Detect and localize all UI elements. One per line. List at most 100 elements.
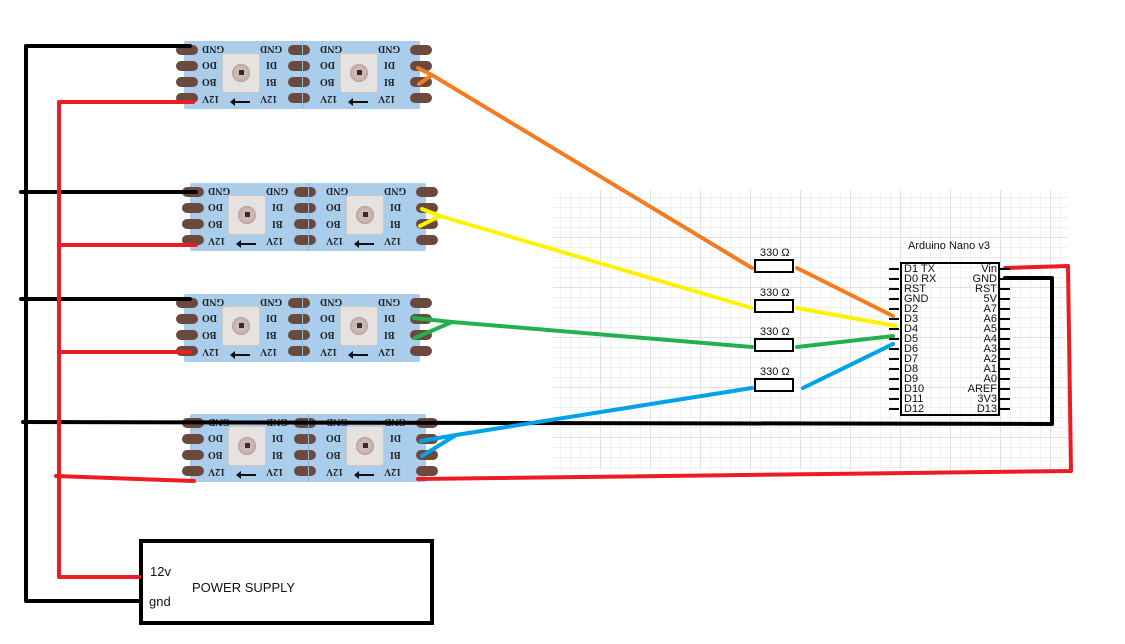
solder-pad [416, 235, 438, 245]
led-die [245, 212, 250, 217]
solder-pad [182, 203, 204, 213]
pin-lead [1000, 328, 1010, 330]
arduino-pin-left: RST [904, 283, 926, 295]
arduino-pin-right: A1 [983, 363, 997, 375]
solder-pad [288, 314, 310, 324]
arduino-title: Arduino Nano v3 [908, 240, 990, 252]
solder-pad [416, 187, 438, 197]
pin-lead [889, 398, 899, 400]
arduino-pin-right: A6 [983, 313, 997, 325]
rgb-led-chip [346, 426, 384, 466]
arduino-pin-right: A5 [983, 323, 997, 335]
solder-pad [410, 298, 432, 308]
solder-pad [288, 330, 310, 340]
pin-lead [1000, 308, 1010, 310]
ground-bus-wire [24, 44, 141, 603]
arduino-pin-right: A0 [983, 373, 997, 385]
arduino-pin-right: A4 [983, 333, 997, 345]
solder-pad [416, 466, 438, 476]
power-wire-strip-4 [54, 474, 196, 483]
pin-lead [889, 358, 899, 360]
pin-lead [1000, 398, 1010, 400]
arduino-pin-right: 5V [983, 293, 997, 305]
pin-lead [889, 278, 899, 280]
arduino-pin-right: A7 [983, 303, 997, 315]
power-supply-box [139, 539, 434, 625]
solder-pad [288, 45, 310, 55]
segment-cut-line [308, 414, 309, 482]
arduino-pin-left: D4 [904, 323, 919, 335]
solder-pad [288, 61, 310, 71]
pin-lead [889, 378, 899, 380]
arduino-pin-right: 3V3 [977, 393, 997, 405]
rgb-led-chip [228, 426, 266, 466]
arduino-pin-left: D0 RX [904, 273, 937, 285]
resistor-label-2: 330 Ω [760, 287, 790, 299]
psu-title: POWER SUPPLY [192, 580, 296, 595]
solder-pad [294, 187, 316, 197]
pin-lead [889, 328, 899, 330]
pin-lead [1000, 268, 1010, 270]
solder-pad [176, 298, 198, 308]
arduino-pin-right: D13 [976, 403, 997, 415]
pin-lead [889, 288, 899, 290]
power-wire-arduino-vin [416, 264, 1073, 481]
arduino-pin-right: Vin [981, 263, 997, 275]
solder-pad [182, 450, 204, 460]
led-die [239, 323, 244, 328]
solder-pad [294, 235, 316, 245]
led-die [239, 70, 244, 75]
data-wire-d3 [416, 66, 895, 318]
solder-pad [294, 434, 316, 444]
solder-pad [410, 93, 432, 103]
data-wire-d6 [419, 342, 895, 458]
pin-lead [1000, 368, 1010, 370]
solder-pad [288, 77, 310, 87]
led-die [245, 443, 250, 448]
led-die [357, 70, 362, 75]
data-wire-d5 [412, 316, 895, 349]
arduino-pin-right: GND [972, 273, 997, 285]
solder-pad [182, 219, 204, 229]
led-die [363, 212, 368, 217]
pin-lead [1000, 318, 1010, 320]
arduino-pin-left: D10 [904, 383, 925, 395]
pin-lead [1000, 298, 1010, 300]
arduino-pin-right: A3 [983, 343, 997, 355]
pin-lead [889, 368, 899, 370]
solder-pad [410, 346, 432, 356]
direction-arrow-icon [230, 98, 250, 106]
solder-pad [410, 45, 432, 55]
direction-arrow-icon [230, 351, 250, 359]
arduino-pin-left: D1 TX [904, 263, 935, 275]
arduino-pin-right: A2 [983, 353, 997, 365]
solder-pad [288, 346, 310, 356]
pin-lead [1000, 348, 1010, 350]
arduino-pin-left: D11 [904, 393, 924, 405]
pin-lead [889, 408, 899, 410]
segment-cut-line [308, 183, 309, 251]
solder-pad [410, 61, 432, 71]
direction-arrow-icon [354, 240, 374, 248]
pin-lead [1000, 408, 1010, 410]
arduino-pin-right: AREF [967, 383, 997, 395]
pin-lead [1000, 278, 1010, 280]
solder-pad [288, 298, 310, 308]
rgb-led-chip [346, 195, 384, 235]
solder-pad [176, 93, 198, 103]
arduino-pin-left: D2 [904, 303, 919, 315]
resistor-label-1: 330 Ω [760, 247, 790, 259]
arduino-pin-left: D5 [904, 333, 919, 345]
pin-lead [889, 338, 899, 340]
pin-lead [1000, 378, 1010, 380]
resistor-label-4: 330 Ω [760, 366, 790, 378]
psu-terminal-12v: 12v [150, 564, 171, 579]
direction-arrow-icon [236, 471, 256, 479]
direction-arrow-icon [354, 471, 374, 479]
resistor-2 [754, 299, 794, 313]
